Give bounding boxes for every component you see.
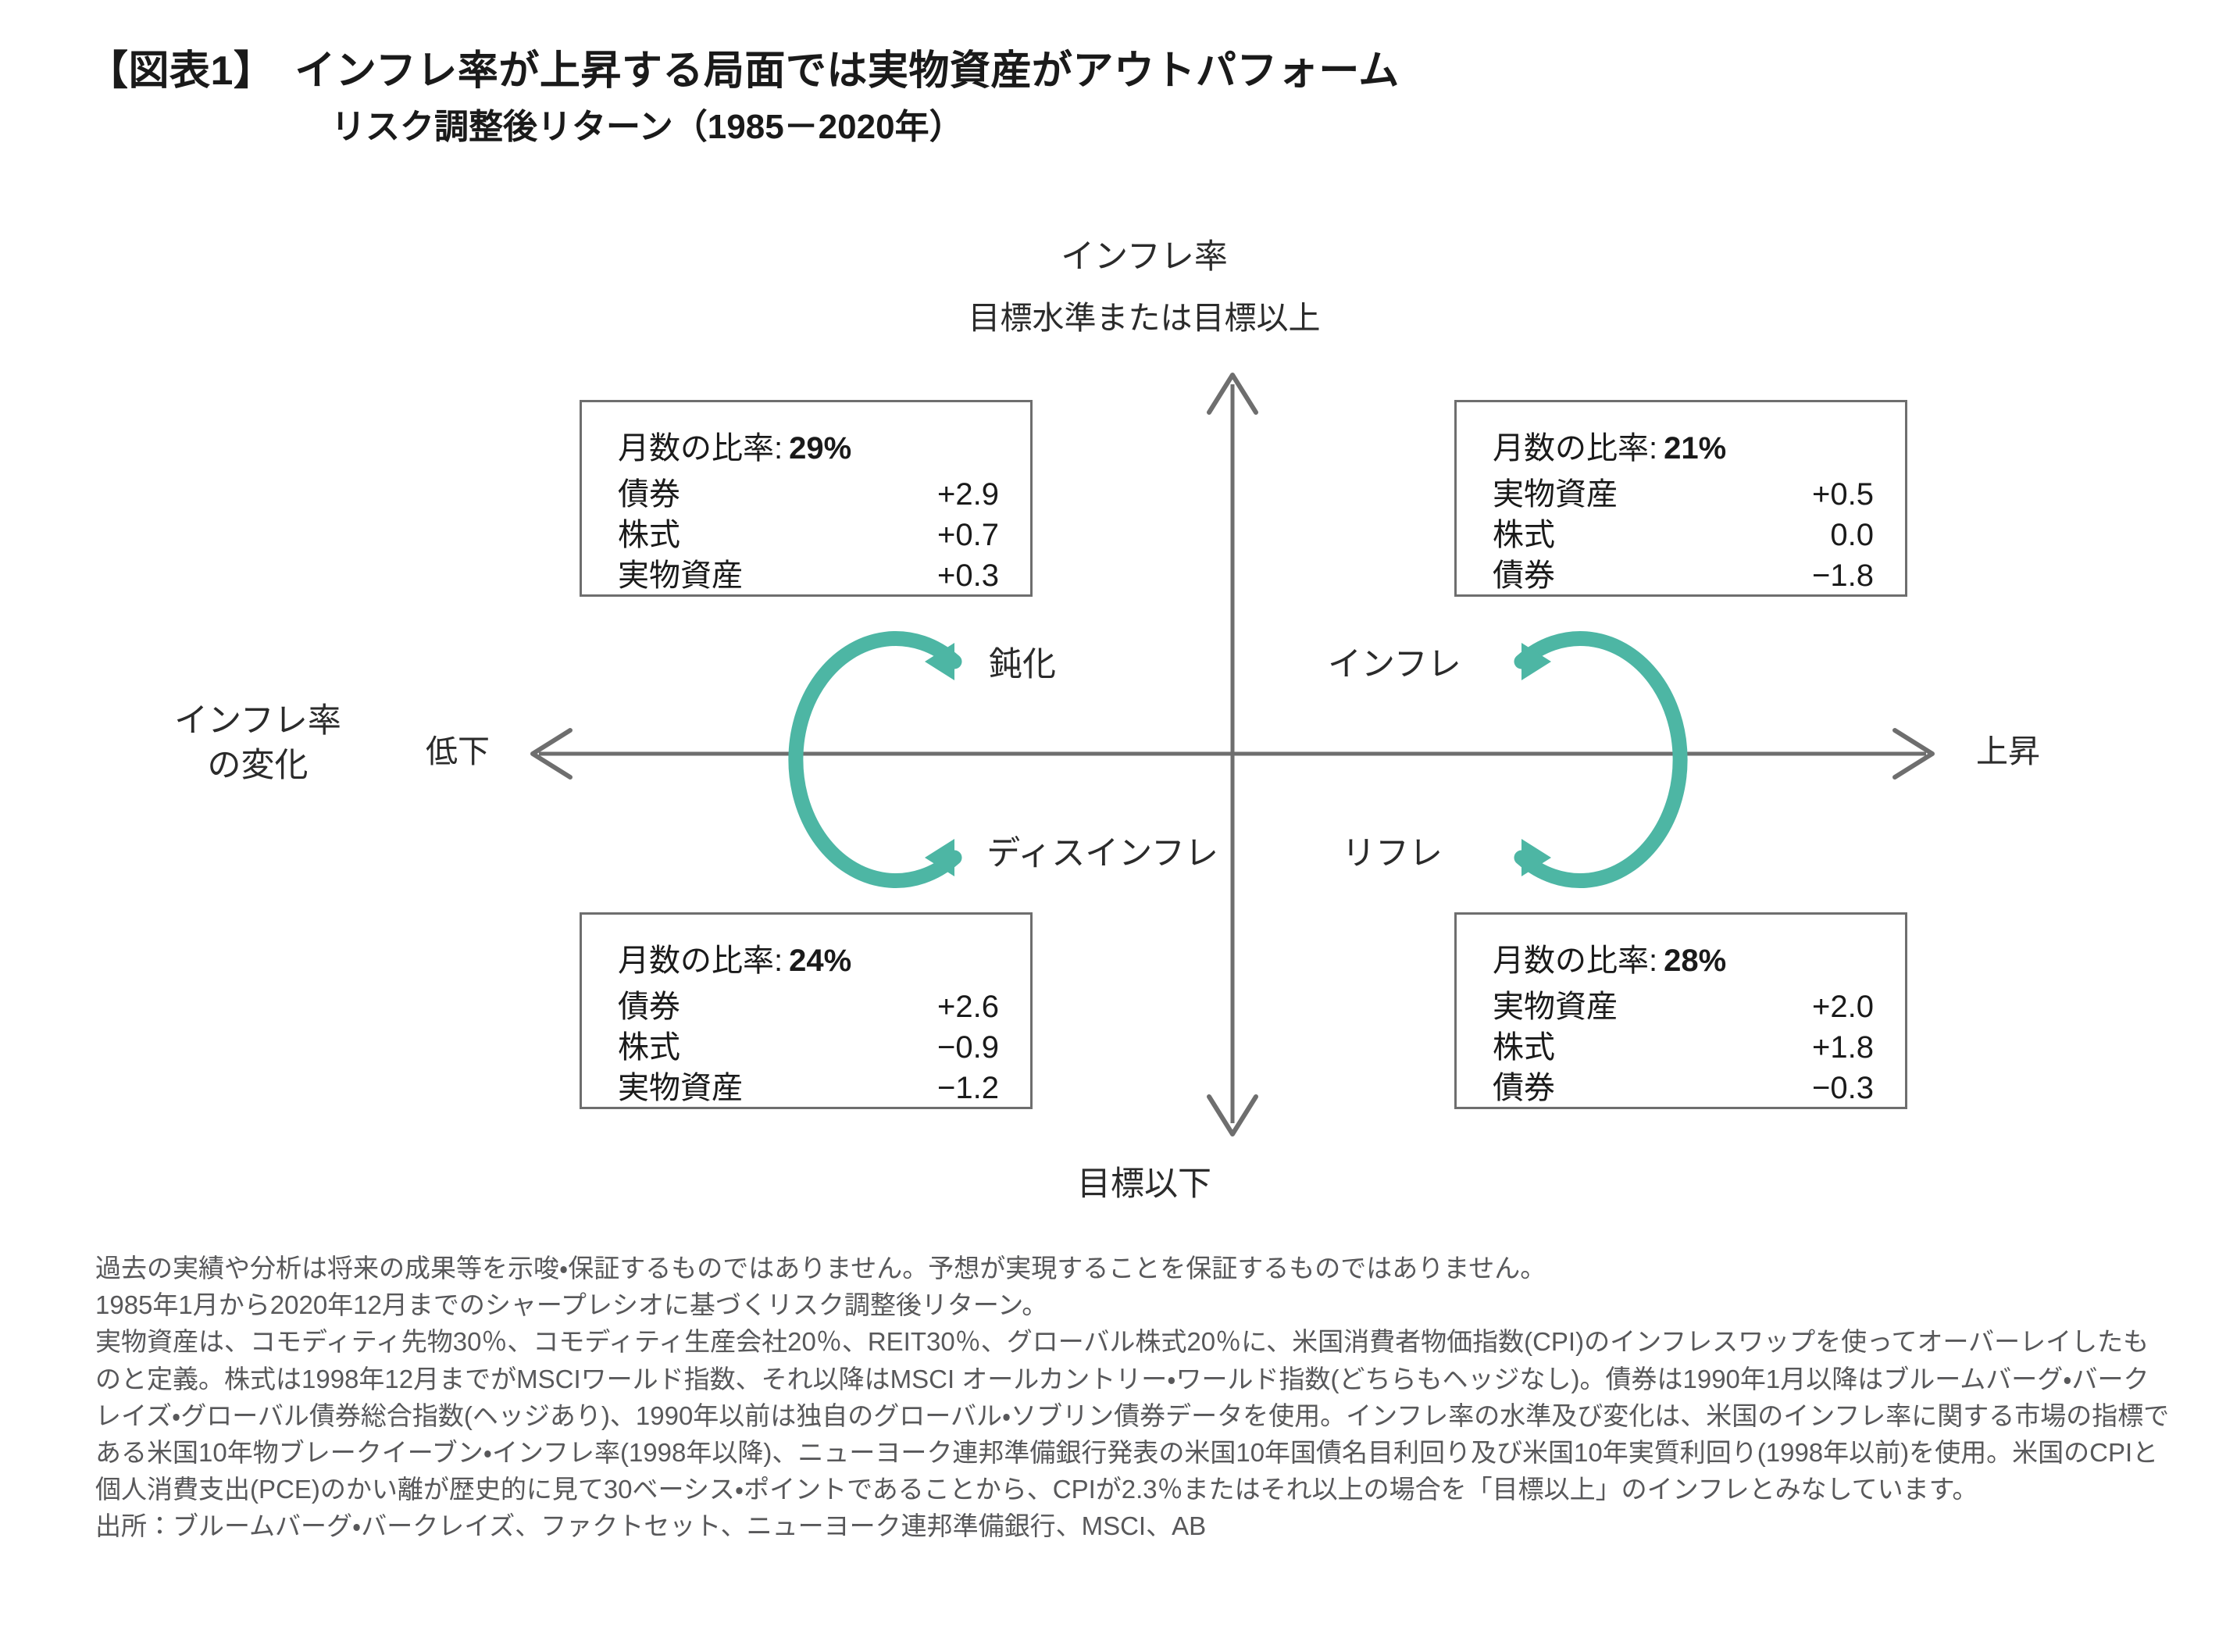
- share-value: 29%: [789, 431, 852, 466]
- footnote-disclaimer: 過去の実績や分析は将来の成果等を示唆・保証するものではありません。予想が実現する…: [95, 1254, 1546, 1283]
- data-row: 債券 −0.3: [1493, 1068, 1878, 1108]
- asset-value: −0.9: [937, 1030, 999, 1065]
- share-value: 28%: [1664, 944, 1727, 978]
- data-row: 実物資産 +2.0: [1493, 987, 1878, 1027]
- asset-value: +2.6: [937, 990, 999, 1024]
- asset-label: 実物資産: [1493, 477, 1618, 512]
- figure-tag: 【図表1】: [87, 48, 275, 94]
- asset-label: 実物資産: [1493, 990, 1618, 1024]
- vertical-axis-bottom-label: 目標以下: [1077, 1165, 1211, 1203]
- asset-label: 実物資産: [618, 558, 743, 593]
- asset-value: +0.3: [937, 558, 999, 593]
- share-label: 月数の比率:: [618, 944, 783, 978]
- asset-value: +2.0: [1812, 990, 1874, 1024]
- share-of-months-heading: 月数の比率:29%: [618, 423, 1004, 468]
- asset-value: −0.3: [1812, 1071, 1874, 1105]
- asset-label: 株式: [618, 518, 680, 552]
- data-row: 株式 +1.8: [1493, 1027, 1878, 1068]
- asset-label: 株式: [1493, 518, 1555, 552]
- asset-value: +1.8: [1812, 1030, 1874, 1065]
- title-text: インフレ率が上昇する局面では実物資産がアウトパフォーム: [294, 48, 1400, 94]
- quadrant-data-box-bottom-left: 月数の比率:24% 債券 +2.6 株式 −0.9 実物資産 −1.2: [580, 912, 1033, 1109]
- asset-value: +0.5: [1812, 477, 1874, 512]
- share-value: 21%: [1664, 431, 1727, 466]
- horizontal-axis-title-line2: の変化: [207, 746, 309, 784]
- data-row: 実物資産 +0.3: [618, 555, 1004, 596]
- asset-value: +2.9: [937, 477, 999, 512]
- data-row: 債券 +2.6: [618, 987, 1004, 1027]
- data-row: 実物資産 −1.2: [618, 1068, 1004, 1108]
- footnote-source: 出所：ブルームバーグ・バークレイズ、ファクトセット、ニューヨーク連邦準備銀行、M…: [95, 1511, 1207, 1541]
- share-of-months-heading: 月数の比率:24%: [618, 935, 1004, 980]
- asset-value: −1.2: [937, 1071, 999, 1105]
- quadrant-label-bottom-right: リフレ: [1342, 835, 1443, 872]
- data-row: 株式 −0.9: [618, 1027, 1004, 1068]
- asset-label: 実物資産: [618, 1071, 743, 1105]
- share-label: 月数の比率:: [618, 431, 783, 466]
- asset-value: 0.0: [1830, 518, 1874, 552]
- page-title: 【図表1】インフレ率が上昇する局面では実物資産がアウトパフォーム: [87, 48, 2118, 95]
- asset-label: 株式: [1493, 1030, 1555, 1065]
- share-of-months-heading: 月数の比率:28%: [1493, 935, 1878, 980]
- asset-label: 株式: [618, 1030, 680, 1065]
- footnote-methodology: 実物資産は、コモディティ先物30％、コモディティ生産会社20％、REIT30％、…: [95, 1327, 2170, 1504]
- data-row: 債券 +2.9: [618, 474, 1004, 515]
- asset-label: 債券: [1493, 1071, 1555, 1105]
- share-of-months-heading: 月数の比率:21%: [1493, 423, 1878, 468]
- page-subtitle: リスク調整後リターン（1985－2020年）: [331, 107, 964, 146]
- quadrant-label-bottom-left: ディスインフレ: [986, 835, 1218, 872]
- data-row: 株式 +0.7: [618, 515, 1004, 555]
- footnotes-block: 過去の実績や分析は将来の成果等を示唆・保証するものではありません。予想が実現する…: [95, 1250, 2173, 1545]
- quadrant-diagram: インフレ率 目標水準または目標以上 目標以下 インフレ率 の変化 低下 上昇 鈍…: [174, 238, 2040, 1203]
- cycle-arrow-right-icon: [1514, 631, 1688, 888]
- quadrant-label-top-left: 鈍化: [989, 646, 1056, 683]
- data-row: 実物資産 +0.5: [1493, 474, 1878, 515]
- vertical-axis-title: インフレ率: [1061, 238, 1228, 276]
- horizontal-axis-title: インフレ率 の変化: [174, 699, 341, 788]
- title-block: 【図表1】インフレ率が上昇する局面では実物資産がアウトパフォーム リスク調整後リ…: [87, 48, 2118, 147]
- asset-label: 債券: [618, 990, 680, 1024]
- vertical-axis-top-label: 目標水準または目標以上: [968, 300, 1321, 336]
- footnote-period: 1985年1月から2020年12月までのシャープレシオに基づくリスク調整後リター…: [95, 1290, 1048, 1320]
- horizontal-axis-icon: [530, 728, 1935, 780]
- quadrant-label-top-right: インフレ: [1328, 646, 1461, 683]
- asset-value: +0.7: [937, 518, 999, 552]
- asset-label: 債券: [618, 477, 680, 512]
- horizontal-axis-right-label: 上昇: [1976, 733, 2040, 769]
- share-label: 月数の比率:: [1493, 944, 1658, 978]
- quadrant-data-box-top-left: 月数の比率:29% 債券 +2.9 株式 +0.7 実物資産 +0.3: [580, 400, 1033, 597]
- asset-label: 債券: [1493, 558, 1555, 593]
- quadrant-data-box-bottom-right: 月数の比率:28% 実物資産 +2.0 株式 +1.8 債券 −0.3: [1454, 912, 1907, 1109]
- share-value: 24%: [789, 944, 852, 978]
- data-row: 株式 0.0: [1493, 515, 1878, 555]
- share-label: 月数の比率:: [1493, 431, 1658, 466]
- quadrant-data-box-top-right: 月数の比率:21% 実物資産 +0.5 株式 0.0 債券 −1.8: [1454, 400, 1907, 597]
- horizontal-axis-title-line1: インフレ率: [174, 702, 341, 740]
- horizontal-axis-left-label: 低下: [426, 733, 490, 769]
- asset-value: −1.8: [1812, 558, 1874, 593]
- axis-and-arrows-graphic: [530, 373, 1935, 1136]
- cycle-arrow-left-icon: [788, 631, 962, 888]
- data-row: 債券 −1.8: [1493, 555, 1878, 596]
